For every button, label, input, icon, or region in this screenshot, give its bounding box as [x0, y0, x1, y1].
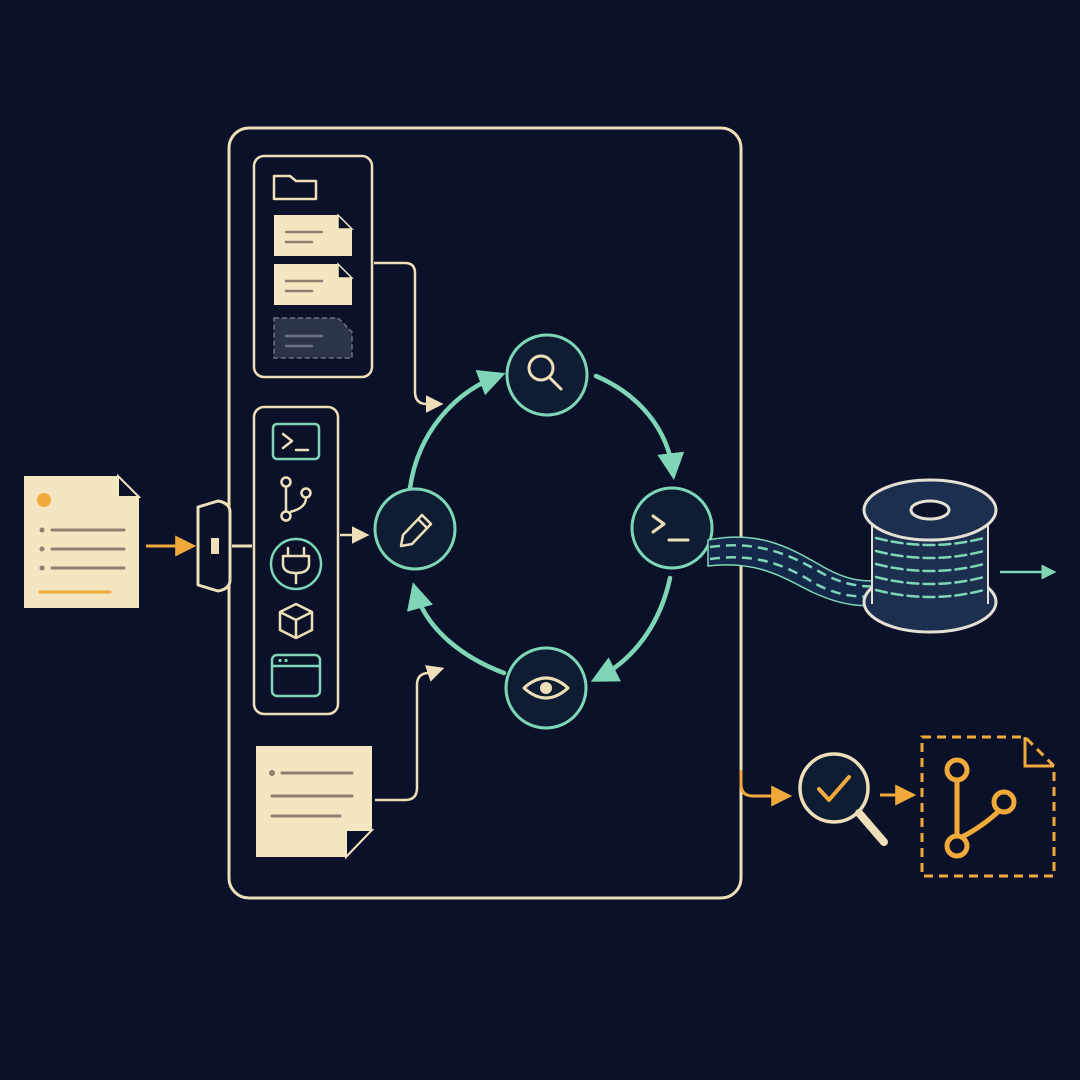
git-branch-document-icon — [920, 735, 1056, 878]
context-file-1 — [274, 213, 354, 256]
loop-arrows — [407, 369, 685, 682]
magnifier-check-icon — [798, 752, 888, 846]
input-document-icon — [24, 473, 142, 608]
context-file-2 — [274, 262, 354, 305]
git-branch-tool-icon — [280, 476, 312, 522]
context-panel — [252, 154, 374, 379]
memory-note-icon — [256, 746, 375, 860]
loop-arrow-terminal-to-eye — [590, 575, 673, 682]
terminal-tool-icon — [271, 422, 321, 461]
browser-window-tool-icon — [270, 653, 322, 698]
spool-icon — [862, 478, 998, 634]
loop-node-eye — [504, 646, 588, 730]
plug-tool-icon — [269, 537, 323, 591]
loop-arrow-eye-to-pencil — [407, 582, 507, 676]
folder-icon — [272, 174, 318, 201]
loop-node-search — [505, 333, 589, 417]
memory-to-loop-arrow — [375, 665, 445, 802]
tools-panel — [252, 405, 340, 716]
loop-arrow-search-to-terminal — [593, 373, 685, 481]
loop-node-terminal — [630, 486, 714, 570]
search-icon — [527, 354, 563, 391]
placeholder-file-icon — [273, 317, 353, 359]
eye-icon — [522, 676, 570, 700]
loop-node-pencil — [373, 487, 457, 571]
frame-to-review-arrow — [739, 770, 793, 807]
pencil-icon — [399, 513, 433, 548]
cube-tool-icon — [278, 602, 314, 640]
context-to-loop-arrow — [374, 261, 444, 413]
loop-arrow-pencil-to-search — [407, 369, 506, 491]
funnel-icon — [196, 499, 232, 593]
terminal-icon — [651, 514, 690, 542]
